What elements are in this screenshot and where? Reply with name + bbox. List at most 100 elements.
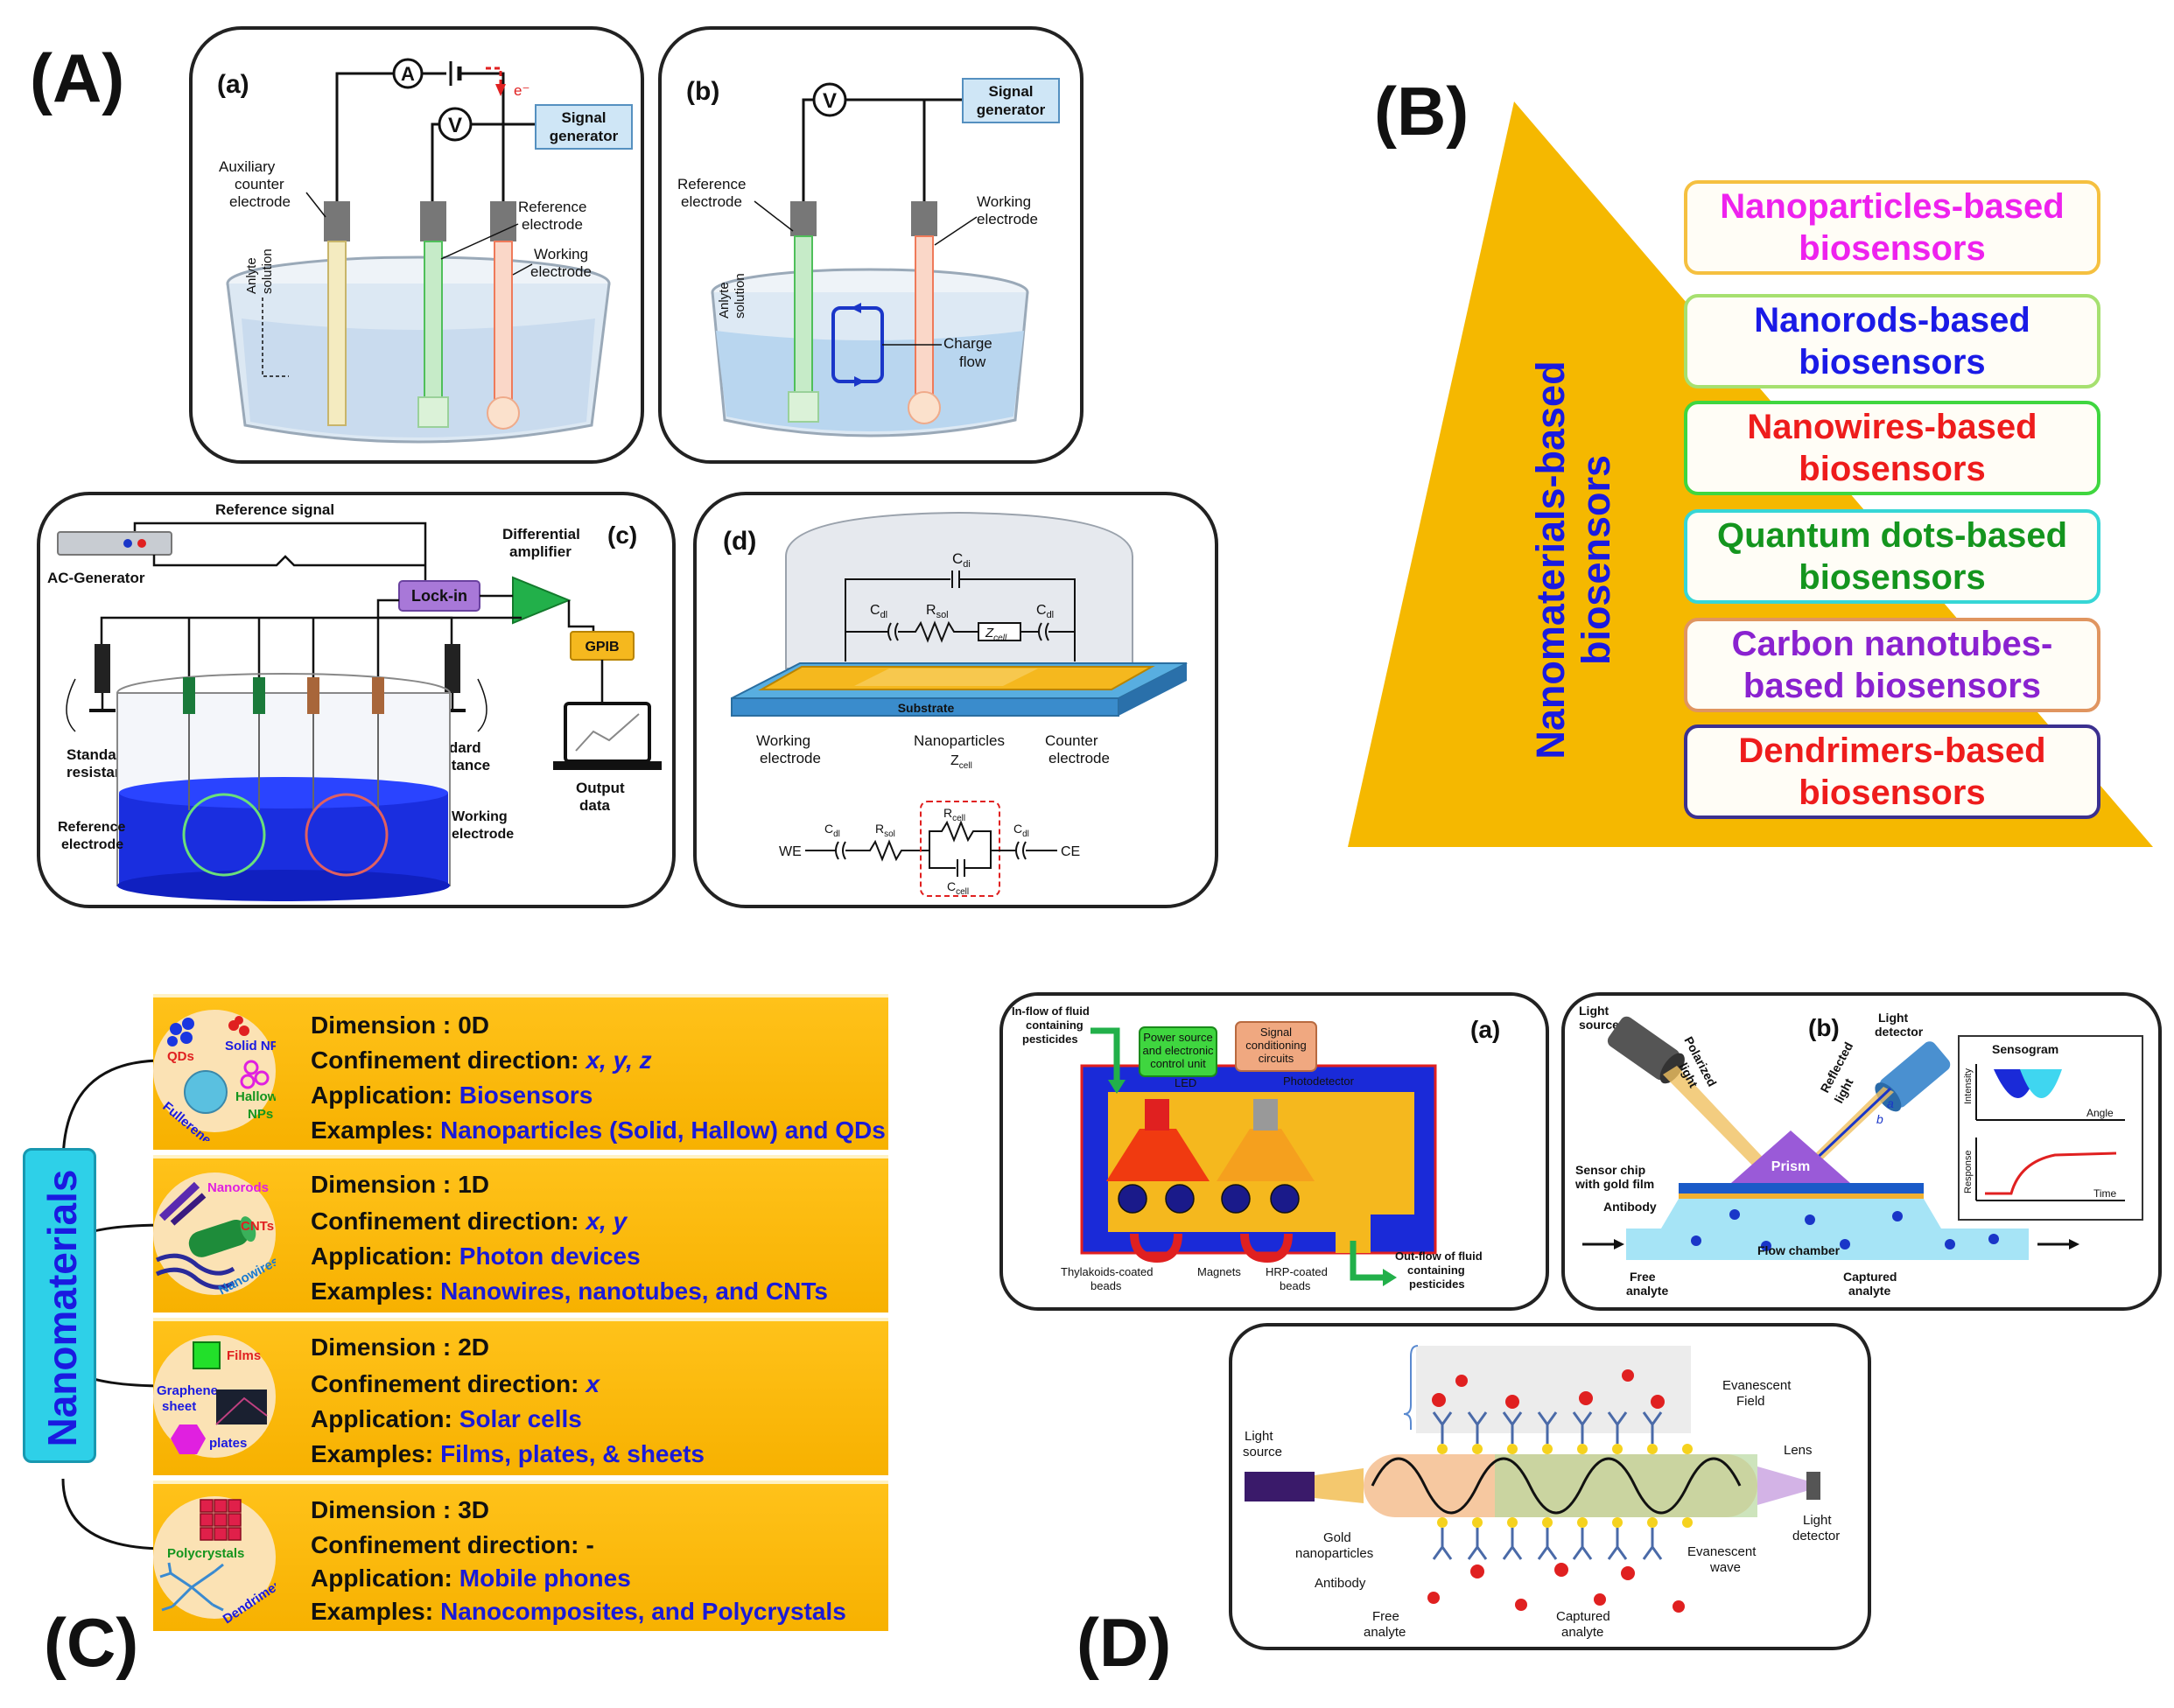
nanomaterials-root: Nanomaterials (23, 1148, 96, 1463)
thumb-1d: Nanorods CNTs Nanowires (153, 1172, 282, 1298)
flow-chamber-label: Flow chamber (1757, 1243, 1841, 1257)
power-line2: and electronic (1143, 1044, 1214, 1057)
spr-light-detector-line1: Light (1878, 1011, 1909, 1025)
panel-label-c: (C) (44, 1604, 139, 1681)
biosensor-box-4-line1: Quantum dots-based (1716, 516, 2068, 555)
intensity-label: Intensity (1963, 1068, 1974, 1104)
panel-dc-evanescent: (c) Evanescent Field Light source Lens L… (1229, 1323, 1871, 1650)
c-card-3d: Polycrystals Dendrimer Dimension :3D Con… (153, 1480, 888, 1631)
pyramid-label-line2: biosensors (1574, 454, 1618, 666)
ammeter-label: A (401, 63, 415, 85)
biosensor-box-2-line2: biosensors (1799, 343, 1986, 382)
inflow-line1: In-flow of fluid (1012, 1004, 1090, 1018)
c-ref-line2: electrode (61, 837, 123, 852)
evan-light-source-line1: Light (1245, 1429, 1273, 1444)
charge-line1: Charge (943, 335, 992, 352)
counter-line1: Counter (1045, 732, 1098, 749)
lockin-diagram: Reference signal AC-Generator Lock-in Di… (47, 501, 662, 901)
aux-line1: Auxiliary (219, 158, 276, 175)
d-work-line2: electrode (760, 750, 821, 766)
thylakoid-line2: beads (1091, 1279, 1122, 1292)
row-dimension-2d: Dimension :2D (311, 1334, 490, 1361)
thumb-hallow: Hallow (235, 1089, 276, 1104)
row-application-0d: Application:Biosensors (311, 1082, 593, 1109)
gold-line2: nanoparticles (1295, 1546, 1373, 1561)
chip-line1: Sensor chip (1575, 1163, 1645, 1177)
power-line3: control unit (1150, 1057, 1206, 1070)
c-ref-line1: Reference (58, 820, 125, 835)
inflow-line2: containing (1026, 1018, 1083, 1032)
b-voltmeter-label: V (823, 89, 837, 113)
c-card-0d: QDs Solid NPs Hallow NPs Fullerene Dimen… (153, 994, 888, 1150)
biosensor-box-5: Carbon nanotubes-based biosensors (1684, 618, 2100, 712)
thumb-nanorods: Nanorods (207, 1180, 269, 1195)
analyte-line2: solution (260, 248, 275, 294)
row-examples-1d: Examples:Nanowires, nanotubes, and CNTs (311, 1278, 828, 1305)
thumb-nanowires: Nanowires (216, 1254, 276, 1298)
ac-generator-label: AC-Generator (47, 570, 145, 586)
ref-line2: electrode (522, 216, 583, 233)
spr-light-source-line2: source (1579, 1018, 1619, 1032)
biosensor-box-4-line2: biosensors (1799, 558, 1986, 597)
evan-captured-line2: analyte (1561, 1625, 1603, 1640)
c-card-1d: Nanorods CNTs Nanowires Dimension :1D Co… (153, 1155, 888, 1312)
zcell-bottom-label: Zcell (950, 753, 972, 771)
ref-line1: Reference (518, 199, 586, 215)
aux-line2: counter (235, 176, 284, 192)
thumb-plates: plates (209, 1436, 247, 1451)
analyte-line1: Anlyte (244, 257, 259, 294)
row-confinement-2d: Confinement direction:x (311, 1370, 600, 1397)
d-work-line1: Working (756, 732, 810, 749)
thumb-1d-art: Nanorods CNTs Nanowires (155, 1180, 282, 1298)
diff-amp-line1: Differential (502, 526, 580, 542)
spr-diagram: Light source Polarized light Light detec… (1574, 1004, 2143, 1298)
cdi-label: Cdi (952, 550, 971, 570)
we-label: WE (779, 844, 802, 859)
prism-label: Prism (1771, 1159, 1810, 1174)
sub-label-da: (a) (1470, 1016, 1500, 1043)
c-work-line1: Working (452, 809, 508, 824)
signal-line2: conditioning (1245, 1039, 1306, 1052)
spr-light-detector-line2: detector (1875, 1025, 1924, 1039)
evan-free-line2: analyte (1364, 1625, 1406, 1640)
pyramid-vertical-label: Nanomaterials-based biosensors (1528, 315, 1619, 805)
panel-label-d: (D) (1076, 1604, 1172, 1681)
eq-cdl-left: Cdl (824, 822, 840, 839)
rsol-label: Rsol (926, 603, 949, 620)
row-application-3d: Application:Mobile phones (311, 1564, 631, 1592)
row-confinement-3d: Confinement direction:- (311, 1531, 594, 1558)
electron-label: e⁻ (514, 82, 529, 99)
spr-free-line2: analyte (1626, 1284, 1668, 1298)
output-line1: Output (576, 780, 625, 796)
thylakoid-line1: Thylakoids-coated (1061, 1265, 1154, 1278)
cdl-left-label: Cdl (870, 603, 887, 620)
sensogram-label: Sensogram (1992, 1042, 2058, 1056)
thumb-films: Films (227, 1348, 261, 1363)
lockin-label: Lock-in (411, 587, 467, 605)
ce-label: CE (1061, 844, 1080, 859)
output-line2: data (579, 797, 611, 814)
eq-ccell: Ccell (947, 879, 969, 897)
panel-label-a: (A) (30, 39, 125, 116)
row-examples-2d: Examples:Films, plates, & sheets (311, 1440, 705, 1467)
photodetector-label: Photodetector (1283, 1074, 1355, 1088)
panel-d-nanoparticle-impedance: Cdi Cdl Rsol Zcell Cdl Substrate Working… (693, 492, 1218, 908)
thumb-graphene: Graphene (157, 1383, 218, 1398)
nanoparticles-label: Nanoparticles (914, 732, 1005, 749)
evanescent-wave-line1: Evanescent (1687, 1544, 1757, 1559)
substrate-label: Substrate (898, 701, 955, 715)
evan-captured-line1: Captured (1556, 1609, 1610, 1624)
c-work-line2: electrode (452, 827, 514, 842)
spr-light-source-line1: Light (1579, 1004, 1609, 1018)
thumb-3d-art: Polycrystals Dendrimer (159, 1499, 284, 1627)
sub-label-aa: (a) (217, 70, 249, 99)
work-line2: electrode (530, 263, 592, 280)
signal-line3: circuits (1259, 1052, 1294, 1065)
c-card-2d: Films Graphene sheet plates Dimension :2… (153, 1318, 888, 1475)
row-dimension-3d: Dimension :3D (311, 1496, 490, 1523)
reference-signal-label: Reference signal (215, 501, 334, 518)
panel-a-three-electrode-cell: A V e⁻ Signal generator Auxiliary counte… (189, 26, 644, 464)
biosensor-box-6-line2: biosensors (1799, 774, 1986, 812)
